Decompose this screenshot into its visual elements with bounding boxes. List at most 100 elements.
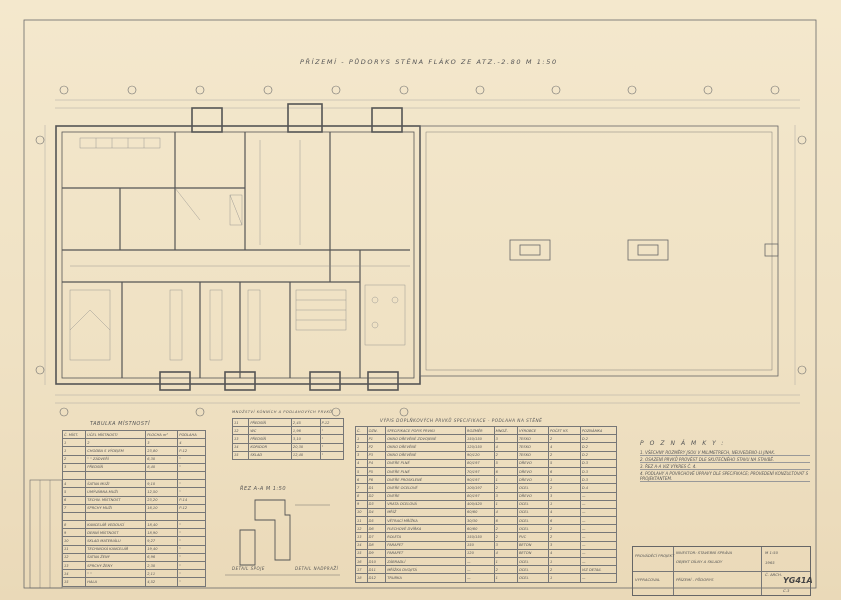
table-cell: 2,45	[290, 417, 321, 428]
table-cell: 9	[61, 528, 87, 538]
table-cell: 70/197	[465, 466, 495, 477]
table-cell: "	[177, 544, 206, 554]
table-cell: "	[177, 479, 206, 489]
table-cell: "	[177, 520, 206, 530]
sheet-number: C-3	[783, 588, 790, 593]
table-cell: 18,40	[145, 520, 179, 530]
table-cell: P5	[366, 466, 387, 477]
header-cell: PODLAHA	[177, 429, 206, 440]
table-cell: 3	[355, 450, 368, 460]
header-cell: ÚČEL MÍSTNOSTI	[85, 429, 147, 440]
table-cell: D2	[366, 491, 387, 501]
table-cell: DVEŘE	[385, 491, 466, 501]
table-cell: 12	[61, 552, 87, 563]
table-cell: 8	[61, 520, 87, 530]
table-cell: 18,90	[145, 528, 179, 538]
table-cell: D.2	[579, 442, 618, 452]
project-name: PŘÍZEMÍ - PŮDORYS	[676, 577, 714, 582]
header-cell: MNOŽ.	[493, 425, 518, 436]
table-cell: OCEL	[516, 565, 550, 575]
table-cell: ROLETA	[385, 532, 466, 542]
table-cell: 400/420	[465, 499, 495, 509]
table-cell	[85, 511, 147, 522]
table-cell: —	[465, 565, 495, 575]
table-cell: 4	[493, 442, 518, 452]
table-cell: 4	[548, 548, 581, 559]
table-cell: 9	[355, 499, 368, 509]
table-cell: TRUBKA	[385, 573, 466, 583]
table-cell: D8	[366, 540, 387, 550]
table-cell: "	[319, 442, 345, 452]
table-cell: 11	[231, 417, 250, 428]
table-cell: 3	[548, 540, 581, 550]
table-cell: "	[319, 434, 345, 444]
table-cell: —	[579, 516, 618, 526]
table-cell: 14	[61, 569, 87, 579]
table-cell: 100/197	[465, 483, 495, 493]
table-cell: —	[579, 532, 618, 542]
table-cell: 5	[548, 458, 581, 468]
table-cell: P-12	[177, 446, 206, 456]
table-cell: 1	[548, 573, 581, 583]
table-cell: MŘÍŽKA DVOJITÁ	[385, 565, 466, 575]
table-cell: 4	[548, 507, 581, 518]
note-item: 3. ŘEZ A-A VIZ VÝKRES Č. 4.	[640, 464, 810, 470]
table-cell: OCEL	[516, 483, 550, 493]
table-cell: 1	[548, 556, 581, 567]
table-cell: 80/197	[465, 458, 495, 468]
table-cell: D.4	[579, 483, 618, 493]
table-cell: TESKO	[516, 442, 550, 452]
table-cell: 10	[355, 507, 368, 518]
table-cell	[177, 470, 206, 481]
table-cell: P3	[366, 450, 387, 460]
table-cell: D.3	[579, 466, 618, 477]
table-cell: 3	[493, 491, 518, 501]
table-cell: 14	[355, 540, 368, 550]
note-item: 2. OSAZENÍ PRVKŮ PROVÉST DLE SKUTEČNÉHO …	[640, 457, 810, 463]
table-cell: 20,30	[290, 442, 321, 452]
table-cell: BETON	[516, 548, 550, 559]
section-label: ŘEZ A-A M 1:50	[240, 486, 287, 492]
table-cell: 3	[493, 540, 518, 550]
table-cell: 6	[493, 516, 518, 526]
table-cell: 6	[493, 466, 518, 477]
table-cell: 3,10	[290, 434, 321, 444]
table-cell: OCEL	[516, 573, 550, 583]
table-cell: 9,27	[145, 536, 179, 546]
table-cell: OCEL	[516, 516, 550, 526]
table-cell: 1	[548, 499, 581, 509]
table-cell: —	[579, 573, 618, 583]
table-cell: 5	[355, 466, 368, 477]
table-cell: 3	[493, 434, 518, 444]
table-cell: SPRCHY MUŽI	[85, 503, 147, 513]
table-cell: 1	[61, 438, 87, 448]
archive-no: Č. ARCH.	[765, 572, 783, 577]
table-cell: 11	[61, 544, 87, 554]
investor: INVESTOR: STAVEBNÍ SPRÁVA	[676, 550, 733, 555]
table-cell	[145, 511, 179, 522]
table-cell: PARAPET	[385, 548, 466, 559]
table-cell: 1	[493, 475, 518, 485]
table-cell: D10	[366, 556, 387, 567]
table-cell: 6	[61, 495, 87, 505]
table-cell: UMÝVÁRNA MUŽI	[85, 487, 147, 497]
table-cell: D6	[366, 524, 387, 534]
table-cell: "	[319, 450, 345, 460]
table-cell: 9,10	[145, 479, 179, 489]
hall-outline	[419, 125, 779, 377]
drawing-title: PŘÍZEMÍ - PŮDORYS STĚNA FLÁKO ZE ATZ.-2.…	[300, 58, 558, 66]
table-cell: DVEŘE PLNÉ	[385, 466, 466, 477]
table-cell: —	[579, 507, 618, 518]
table-cell: 2	[548, 565, 581, 575]
table-cell: 2	[85, 438, 147, 448]
